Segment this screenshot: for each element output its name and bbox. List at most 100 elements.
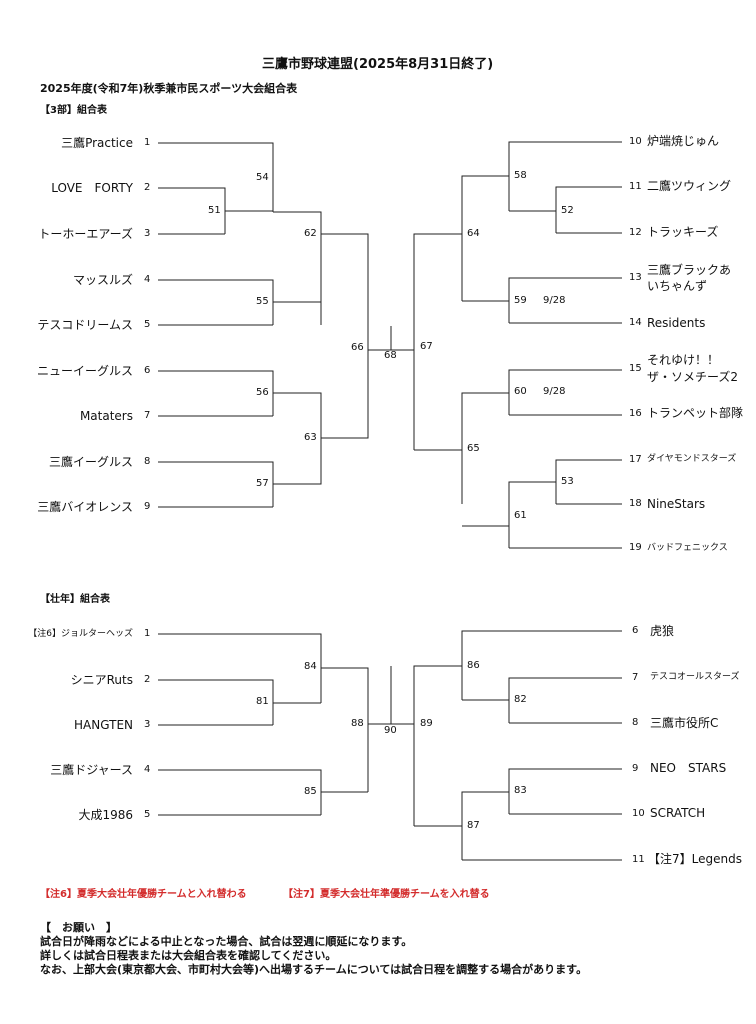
team-name: 【注6】ジョルターヘッズ — [28, 629, 133, 639]
team-name: HANGTEN — [74, 718, 133, 732]
seed-number: 14 — [629, 317, 642, 328]
div3-left-lines — [158, 142, 414, 508]
team-name: 三鷹ドジャース — [50, 763, 133, 777]
seed-number: 3 — [144, 719, 151, 730]
request-line: 詳しくは試合日程表または大会組合表を確認してください。 — [40, 949, 337, 962]
team-name: 三鷹イーグルス — [48, 455, 133, 469]
seed-number: 9 — [632, 763, 639, 774]
seed-number: 6 — [144, 365, 151, 376]
match-number: 58 — [514, 170, 527, 181]
seed-number: 12 — [629, 227, 642, 238]
match-number: 61 — [514, 510, 527, 521]
div3-section-title: 【3部】組合表 — [40, 105, 107, 116]
match-number: 90 — [384, 725, 397, 736]
match-number: 89 — [420, 718, 433, 729]
team-name: トラッキーズ — [647, 225, 719, 239]
team-name: 二鷹ツウィング — [647, 179, 732, 193]
seed-number: 2 — [144, 674, 151, 685]
team-name: Residents — [647, 316, 706, 330]
seed-number: 4 — [144, 764, 151, 775]
match-number: 62 — [304, 228, 317, 239]
team-name: NEO STARS — [650, 761, 727, 775]
note-6: 【注6】夏季大会壮年優勝チームと入れ替わる — [40, 889, 247, 900]
match-number: 85 — [304, 786, 317, 797]
match-number: 66 — [351, 342, 364, 353]
masters-section-title: 【壮年】組合表 — [40, 594, 110, 605]
seed-number: 18 — [629, 498, 642, 509]
seed-number: 8 — [144, 456, 151, 467]
div3-right-lines — [413, 141, 622, 549]
team-name: 炉端焼じゅん — [647, 134, 720, 148]
masters-right-lines — [413, 630, 622, 861]
team-name: マッスルズ — [72, 273, 133, 287]
team-name: SCRATCH — [650, 806, 706, 820]
team-name: ニューイーグルス — [36, 364, 133, 378]
match-number: 83 — [514, 785, 527, 796]
team-name: 三鷹Practice — [61, 136, 133, 150]
team-name: 三鷹ブラックあ — [647, 263, 732, 277]
team-name: 三鷹市役所C — [650, 716, 719, 730]
seed-number: 1 — [144, 137, 151, 148]
seed-number: 9 — [144, 501, 151, 512]
match-number: 64 — [467, 228, 480, 239]
request-heading: 【 お願い 】 — [40, 921, 117, 934]
match-number: 60 — [514, 386, 527, 397]
document-title: 三鷹市野球連盟(2025年8月31日終了) — [262, 57, 494, 72]
match-number: 53 — [561, 476, 574, 487]
match-date: 9/28 — [543, 386, 566, 397]
match-number: 57 — [256, 478, 269, 489]
seed-number: 4 — [144, 274, 151, 285]
match-number: 54 — [256, 172, 269, 183]
team-name-line2: いちゃんず — [647, 279, 708, 293]
team-name: シニアRuts — [70, 673, 133, 687]
document-subtitle: 2025年度(令和7年)秋季兼市民スポーツ大会組合表 — [40, 82, 298, 95]
match-number: 52 — [561, 205, 574, 216]
team-name: それゆけ！！ — [647, 353, 720, 367]
match-number: 86 — [467, 660, 480, 671]
seed-number: 3 — [144, 228, 151, 239]
team-name: 虎狼 — [650, 624, 675, 638]
seed-number: 11 — [632, 854, 645, 865]
match-number: 88 — [351, 718, 364, 729]
seed-number: 6 — [632, 625, 639, 636]
team-name: 【注7】Legends — [648, 852, 742, 866]
match-number: 81 — [256, 696, 269, 707]
team-name: 三鷹バイオレンス — [37, 500, 133, 514]
match-number: 55 — [256, 296, 269, 307]
match-number: 82 — [514, 694, 527, 705]
seed-number: 15 — [629, 363, 642, 374]
seed-number: 8 — [632, 717, 639, 728]
seed-number: 16 — [629, 408, 642, 419]
team-name: 大成1986 — [78, 808, 133, 822]
request-line: 試合日が降雨などによる中止となった場合、試合は翌週に順延になります。 — [40, 935, 413, 948]
match-number: 56 — [256, 387, 269, 398]
match-number: 84 — [304, 661, 317, 672]
team-name: テスコオールスターズ — [650, 672, 740, 682]
seed-number: 7 — [144, 410, 151, 421]
match-number: 68 — [384, 350, 397, 361]
match-date: 9/28 — [543, 295, 566, 306]
seed-number: 2 — [144, 182, 151, 193]
masters-left-lines — [158, 633, 414, 816]
team-name: テスコドリームス — [37, 318, 133, 332]
seed-number: 1 — [144, 628, 151, 639]
request-line: なお、上部大会(東京都大会、市町村大会等)へ出場するチームについては試合日程を調… — [40, 963, 588, 976]
team-name-line2: ザ・ソメチーズ2 — [647, 370, 739, 384]
seed-number: 10 — [632, 808, 645, 819]
match-number: 87 — [467, 820, 480, 831]
seed-number: 11 — [629, 181, 642, 192]
team-name: ダイヤモンドスターズ — [647, 454, 737, 464]
seed-number: 13 — [629, 272, 642, 283]
team-name: トランペット部隊 — [647, 406, 744, 420]
team-name: LOVE FORTY — [51, 181, 133, 195]
team-name: Mataters — [79, 409, 133, 423]
seed-number: 5 — [144, 809, 151, 820]
match-number: 65 — [467, 443, 480, 454]
match-number: 67 — [420, 341, 433, 352]
team-name: バッドフェニックス — [647, 543, 728, 553]
match-number: 59 — [514, 295, 527, 306]
seed-number: 5 — [144, 319, 151, 330]
note-7: 【注7】夏季大会壮年準優勝チームを入れ替る — [283, 889, 490, 900]
seed-number: 17 — [629, 454, 642, 465]
